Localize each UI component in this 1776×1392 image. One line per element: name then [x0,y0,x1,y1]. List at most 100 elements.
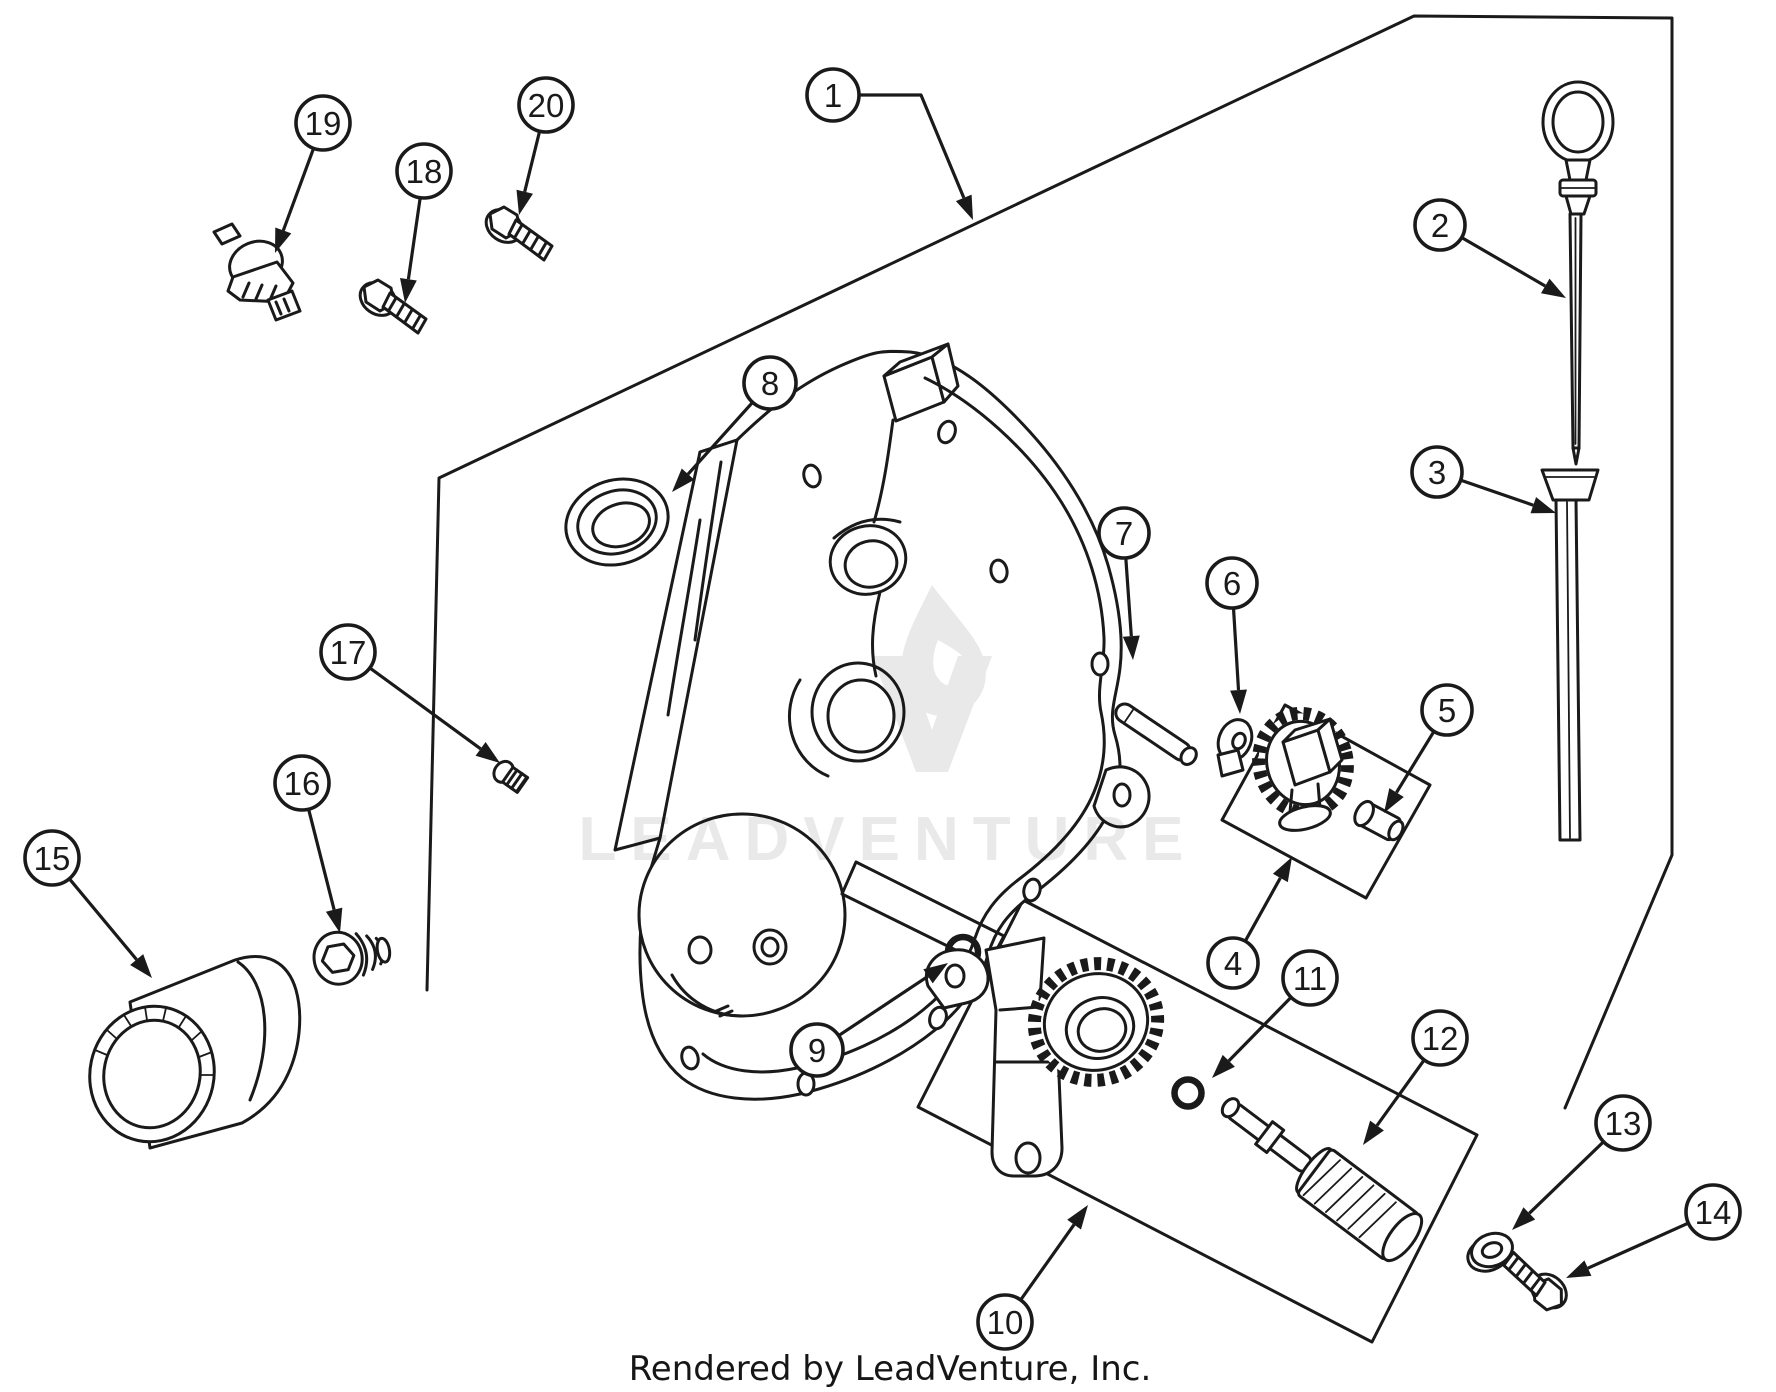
governor-gear-drawing [1252,706,1354,832]
callout-circle[interactable] [1413,198,1467,252]
callout-leader-line [281,147,316,232]
callout-arrowhead [672,468,695,492]
callout-20[interactable]: 20 [516,76,575,215]
callout-arrowhead [1541,278,1566,298]
callout-circle[interactable] [273,754,331,812]
callout-circle[interactable] [517,76,575,134]
callout-leader-line [1375,1058,1426,1127]
watermark: LEADVENTURE [578,585,1184,874]
callout-leader-line [837,974,929,1037]
callout-17[interactable]: 17 [319,623,500,763]
callout-arrowhead [1363,1120,1384,1145]
callout-circle[interactable] [1205,556,1259,610]
callout-9[interactable]: 9 [789,963,948,1078]
callout-arrowhead [475,742,500,763]
callout-arrowhead [1512,1207,1536,1230]
dipstick-drawing [1541,80,1615,466]
callout-15[interactable]: 15 [23,829,152,978]
callout-5[interactable]: 5 [1384,683,1474,813]
callout-14[interactable]: 14 [1566,1183,1742,1278]
callout-number-label: 8 [761,365,779,402]
oil-pump-plunger-drawing [1220,1097,1424,1263]
callout-arrowhead [1384,788,1404,813]
callout-leader-line [406,197,422,280]
leadventure-flame-logo [872,585,992,772]
callout-7[interactable]: 7 [1097,506,1151,660]
callout-circle[interactable] [1097,506,1151,560]
callout-number-label: 16 [284,765,321,802]
callout-leader-line [686,401,754,476]
callout-arrowhead [1230,689,1247,714]
callout-18[interactable]: 18 [395,142,453,303]
callout-leader-line [1227,996,1293,1063]
callout-circle[interactable] [1410,445,1464,499]
callout-number-label: 13 [1605,1105,1642,1142]
callout-leader-line [1460,478,1534,507]
callout-leader-line [1395,730,1436,794]
callout-number-label: 2 [1431,207,1449,244]
callout-circle[interactable] [319,623,377,681]
callout-leader-line [307,808,336,911]
callout-number-label: 4 [1224,945,1242,982]
callout-circle[interactable] [1281,949,1339,1007]
callout-leader-line [1124,557,1133,637]
callout-leader-line [859,93,966,199]
callout-circle[interactable] [23,829,81,887]
callout-circle[interactable] [1594,1094,1652,1152]
callout-circle[interactable] [1411,1009,1469,1067]
callout-13[interactable]: 13 [1512,1094,1652,1230]
governor-shaft-drawing [1114,702,1198,766]
callout-circle[interactable] [1206,936,1260,990]
callout-10[interactable]: 10 [976,1205,1088,1351]
callout-number-label: 12 [1422,1020,1459,1057]
callout-circle[interactable] [1684,1183,1742,1241]
callout-number-label: 7 [1115,515,1133,552]
callout-circle[interactable] [742,355,798,411]
callout-2[interactable]: 2 [1413,198,1566,298]
callout-circle[interactable] [976,1293,1034,1351]
callout-1[interactable]: 1 [805,67,973,220]
callout-leader-line [1460,236,1547,288]
callout-19[interactable]: 19 [275,94,352,253]
callout-number-label: 10 [987,1304,1024,1341]
callout-4[interactable]: 4 [1206,857,1292,990]
callout-circle[interactable] [294,94,352,152]
callout-arrowhead [275,227,292,253]
callout-leader-line [1231,607,1241,691]
callout-3[interactable]: 3 [1410,445,1556,514]
callout-arrowhead [1122,635,1140,660]
callout-number-label: 17 [330,634,367,671]
callout-11[interactable]: 11 [1212,949,1339,1078]
callout-leader-line [68,877,138,961]
washer-drawing [1466,1231,1514,1273]
callout-6[interactable]: 6 [1205,556,1259,714]
callout-circle[interactable] [395,142,453,200]
callout-arrowhead [400,278,417,303]
callout-circle[interactable] [1420,683,1474,737]
callout-arrowhead [325,907,343,933]
callout-circle[interactable] [789,1022,845,1078]
callout-number-label: 14 [1695,1194,1732,1231]
oil-pump-drawing [925,936,1165,1178]
dipstick-tube-drawing [1540,468,1600,842]
callout-number-label: 1 [824,77,842,114]
cover-bolt-20-drawing [478,201,554,262]
oil-seal-drawing [564,477,670,567]
callout-arrowhead [955,194,973,220]
callout-arrowhead [1212,1054,1235,1078]
callout-16[interactable]: 16 [273,754,343,933]
pump-bolt-14-drawing [1497,1249,1579,1319]
callout-number-label: 20 [528,87,565,124]
callout-circle[interactable] [805,67,861,123]
crankcase-cover-drawing [613,342,1151,1101]
callout-arrowhead [1566,1260,1592,1278]
o-ring-11-drawing [1171,1076,1205,1110]
governor-pin-drawing [1353,799,1405,842]
callout-number-label: 6 [1223,565,1241,602]
callout-12[interactable]: 12 [1363,1009,1469,1145]
callout-arrowhead [1530,497,1556,514]
callout-8[interactable]: 8 [672,355,798,492]
